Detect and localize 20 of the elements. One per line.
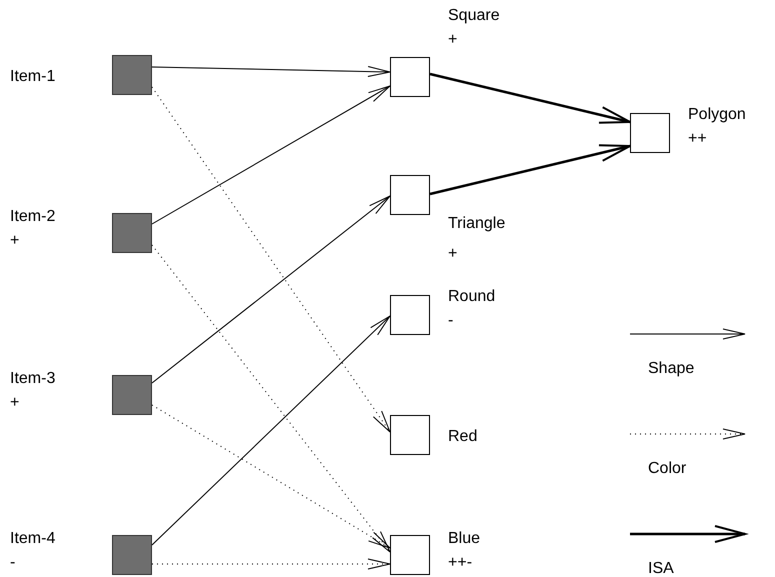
arrow <box>152 86 390 224</box>
node-label: Item-2 + <box>10 207 56 251</box>
legend-label: ISA <box>648 560 674 577</box>
node-label: Item-4 - <box>10 529 56 573</box>
arrow <box>152 66 390 78</box>
node-label: Blue ++- <box>448 529 480 573</box>
thick-arrow <box>430 144 631 196</box>
node-label: Red <box>448 427 478 447</box>
arrow <box>152 196 390 384</box>
node-label: Round - <box>448 287 496 331</box>
legend-label: Color <box>648 460 686 478</box>
thick-arrow <box>430 72 631 124</box>
node-label: Item-1 <box>10 67 56 87</box>
node-label: Polygon ++ <box>688 105 746 149</box>
node-label: Item-3 + <box>10 369 56 413</box>
dotted-arrow <box>152 404 390 548</box>
node-label: Square + <box>448 6 500 50</box>
arrow <box>152 316 390 546</box>
legend-label: Shape <box>648 360 694 378</box>
node-label: Triangle + <box>448 214 506 264</box>
